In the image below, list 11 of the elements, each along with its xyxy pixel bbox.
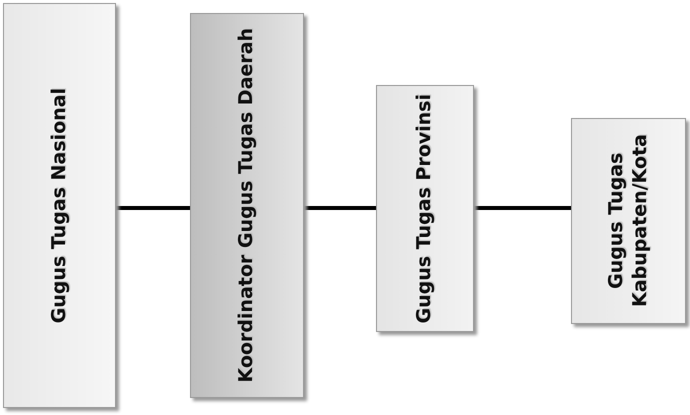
connector-line bbox=[474, 206, 571, 210]
process-box bbox=[376, 85, 474, 332]
box-label: Koordinator Gugus Tugas Daerah bbox=[235, 28, 258, 383]
box-label: Gugus Tugas Provinsi bbox=[413, 94, 436, 324]
connector-line bbox=[304, 206, 376, 210]
process-box bbox=[190, 13, 304, 398]
box-label: Gugus Tugas Kabupaten/Kota bbox=[604, 134, 652, 310]
box-label: Gugus Tugas Nasional bbox=[48, 88, 71, 324]
process-box bbox=[3, 3, 116, 408]
process-box bbox=[571, 118, 686, 324]
connector-line bbox=[116, 206, 190, 210]
